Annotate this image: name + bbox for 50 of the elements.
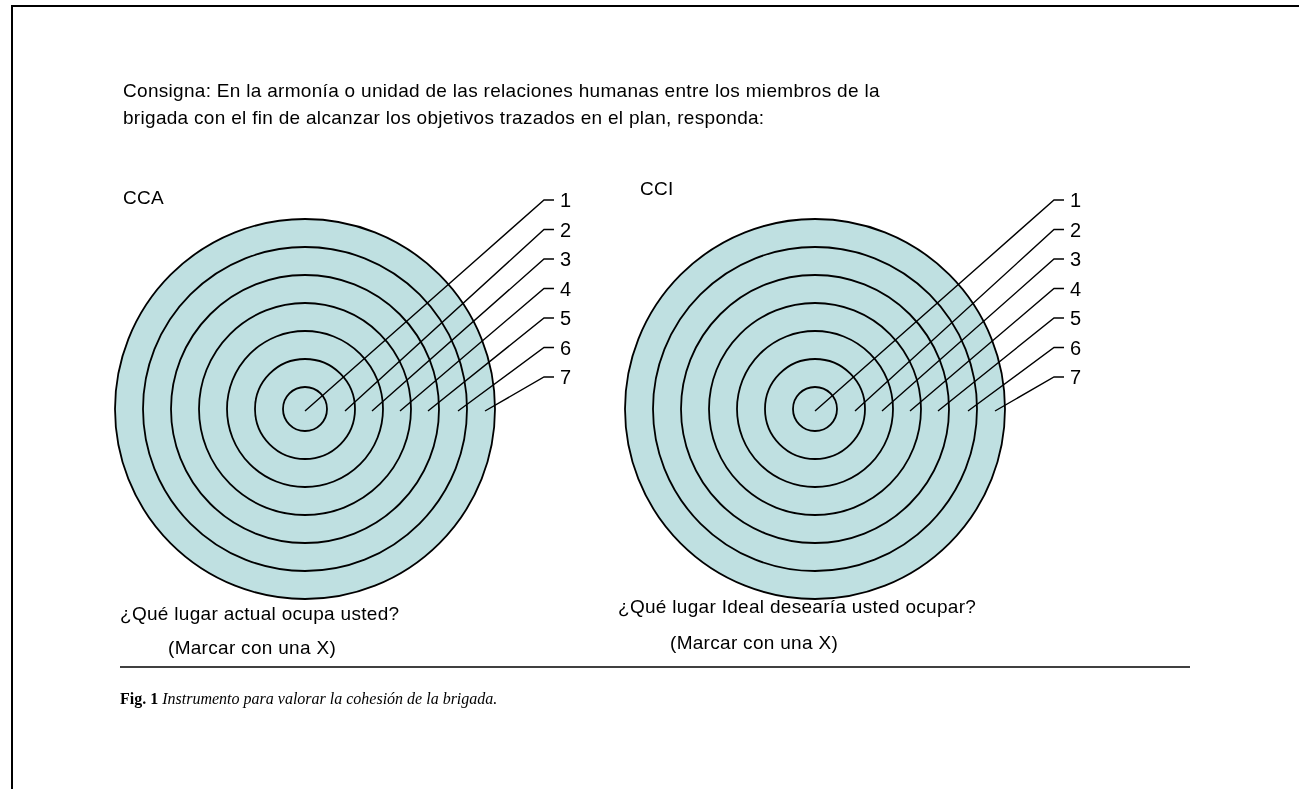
leader-line xyxy=(814,199,1065,412)
callout-number: 3 xyxy=(1070,248,1082,271)
callout-number: 3 xyxy=(560,248,572,271)
instruction-note: (Marcar con una X) xyxy=(670,632,838,654)
instruction-text: Consigna: En la armonía o unidad de las relaciones humanas entre los miembros de la brigada con el fin de alcanzar los objetivos trazados en el plan, responda: xyxy=(123,79,881,130)
figure-caption: Fig. 1 Instrumento para valorar la cohesión de la brigada. xyxy=(120,690,498,708)
callout-number: 1 xyxy=(1070,189,1082,212)
leader-line xyxy=(881,258,1065,412)
instruction-note: (Marcar con una X) xyxy=(168,637,336,659)
callout-number: 6 xyxy=(1070,336,1082,360)
leader-line xyxy=(344,228,555,412)
leader-line xyxy=(457,346,555,412)
ring xyxy=(624,218,1006,600)
ring xyxy=(652,246,978,572)
target-label: CCI xyxy=(640,178,674,200)
ring xyxy=(226,330,384,488)
ring xyxy=(680,274,950,544)
ring xyxy=(708,302,922,516)
ring xyxy=(764,358,866,460)
callout-number: 6 xyxy=(560,336,572,360)
leader-line xyxy=(854,228,1065,412)
callout-number: 5 xyxy=(560,307,572,330)
callout-number: 4 xyxy=(560,277,572,301)
ring xyxy=(254,358,356,460)
callout-number: 2 xyxy=(1070,218,1082,242)
center-circle xyxy=(282,386,328,432)
leader-line xyxy=(994,376,1065,412)
leader-line xyxy=(484,376,555,412)
leader-line xyxy=(967,346,1065,412)
callout-number: 7 xyxy=(560,366,572,389)
ring xyxy=(114,218,496,600)
leader-line xyxy=(909,287,1065,412)
ring xyxy=(736,330,894,488)
callout-number: 5 xyxy=(1070,307,1082,330)
ring xyxy=(198,302,412,516)
ring xyxy=(142,246,468,572)
leader-line xyxy=(427,317,555,412)
callout-number: 1 xyxy=(560,189,572,212)
leader-line xyxy=(304,199,555,412)
question-text: ¿Qué lugar Ideal desearía usted ocupar? xyxy=(618,596,977,618)
center-circle xyxy=(792,386,838,432)
leader-line xyxy=(399,287,555,412)
callout-number: 4 xyxy=(1070,277,1082,301)
callout-number: 7 xyxy=(1070,366,1082,389)
question-text: ¿Qué lugar actual ocupa usted? xyxy=(120,603,400,625)
callout-number: 2 xyxy=(560,218,572,242)
leader-line xyxy=(371,258,555,412)
target-label: CCA xyxy=(123,187,164,209)
leader-line xyxy=(937,317,1065,412)
ring xyxy=(170,274,440,544)
